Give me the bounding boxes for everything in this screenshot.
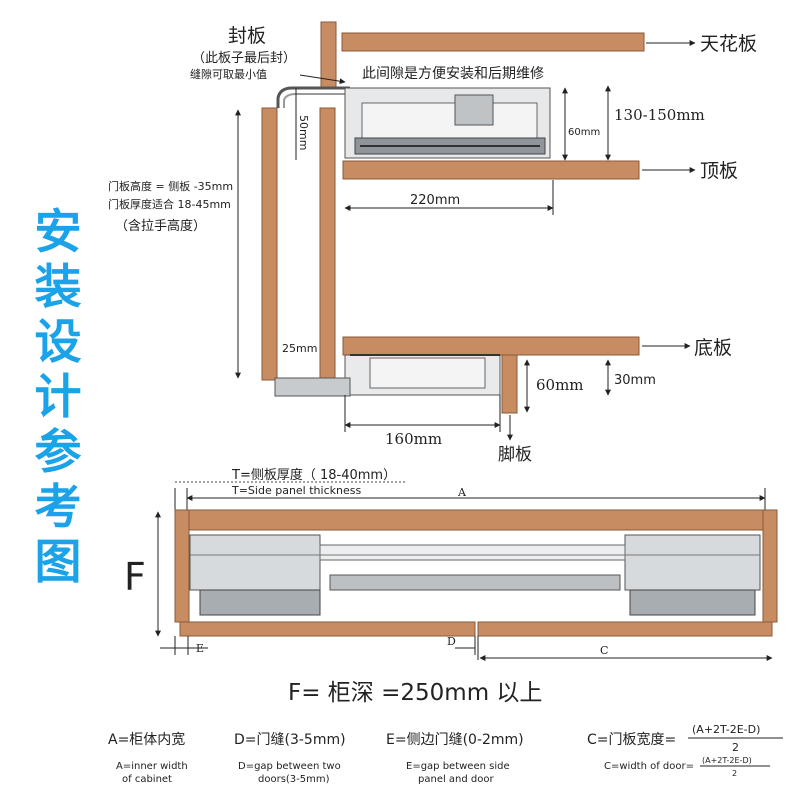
label-e: E xyxy=(196,642,204,655)
plan-door-left xyxy=(179,621,476,637)
label-dim-50: 50mm xyxy=(297,115,310,150)
bottom-mechanism xyxy=(274,354,501,397)
side-title-char: 装 xyxy=(34,260,82,315)
label-kick-board: 脚板 xyxy=(498,445,532,465)
label-door-height: 门板高度 = 侧板 -35mm xyxy=(108,179,233,193)
kick-board xyxy=(501,354,518,414)
label-handle-note: （含拉手高度） xyxy=(115,218,206,234)
label-dim-220: 220mm xyxy=(410,193,460,208)
bottom-board xyxy=(342,336,640,356)
label-cover-note: （此板子最后封） xyxy=(192,51,296,66)
plan-mechanism xyxy=(189,534,761,616)
label-ceiling: 天花板 xyxy=(700,33,757,55)
label-gap-note: 缝隙可取最小值 xyxy=(190,67,267,81)
legend-a-cn: A=柜体内宽 xyxy=(108,731,185,748)
side-title-char: 安 xyxy=(34,205,82,260)
label-dim-25: 25mm xyxy=(282,342,317,355)
label-service-gap: 此间隙是方便安装和后期维修 xyxy=(362,66,544,82)
label-dim-130-150: 130-150mm xyxy=(614,106,705,124)
side-title-char: 考 xyxy=(34,480,82,535)
top-board xyxy=(342,160,640,180)
legend-c-en-num: (A+2T-2E-D) xyxy=(702,756,752,765)
formula-depth: F= 柜深 =250mm 以上 xyxy=(288,680,542,706)
legend-c-cn: C=门板宽度= xyxy=(587,731,676,748)
label-f: F xyxy=(124,555,146,599)
label-c: C xyxy=(600,644,608,657)
top-mechanism xyxy=(344,87,551,159)
side-title-char: 图 xyxy=(34,535,82,590)
side-panel-left xyxy=(261,107,278,381)
side-title-char: 设 xyxy=(34,315,82,370)
side-title-char: 参 xyxy=(34,425,82,480)
legend-d-en-2: doors(3-5mm) xyxy=(258,774,330,785)
label-dim-30: 30mm xyxy=(614,373,656,388)
side-title: 安 装 设 计 参 考 图 xyxy=(28,205,88,590)
plan-side-left xyxy=(174,509,190,623)
legend-c-en-den: 2 xyxy=(732,769,737,778)
legend-c-num: (A+2T-2E-D) xyxy=(692,723,760,736)
label-a: A xyxy=(457,486,467,499)
legend-d-cn: D=门缝(3-5mm) xyxy=(234,732,346,748)
label-dim-160: 160mm xyxy=(385,430,442,448)
label-door-thickness: 门板厚度适合 18-45mm xyxy=(108,197,231,211)
plan-door-right xyxy=(477,621,773,637)
label-bottom-board: 底板 xyxy=(694,337,732,359)
label-dim-60: 60mm xyxy=(536,376,584,394)
label-t-cn: T=侧板厚度（ 18-40mm） xyxy=(231,467,396,483)
legend-c-den: 2 xyxy=(732,741,739,754)
legend-c-en: C=width of door= xyxy=(604,761,694,772)
legend-a-en-1: A=inner width xyxy=(116,761,188,772)
legend-e-en-2: panel and door xyxy=(418,774,494,785)
label-t-en: T=Side panel thickness xyxy=(231,484,361,497)
legend-e-en-1: E=gap between side xyxy=(406,761,510,772)
legend-e-cn: E=侧边门缝(0-2mm) xyxy=(386,732,524,748)
label-dim-60-small: 60mm xyxy=(568,127,600,138)
side-title-char: 计 xyxy=(34,370,82,425)
side-panel-right xyxy=(319,107,336,381)
label-top-board: 顶板 xyxy=(700,160,738,182)
label-d: D xyxy=(447,635,456,648)
door-profile xyxy=(276,86,350,108)
label-cover-board: 封板 xyxy=(228,25,266,47)
legend-a-en-2: of cabinet xyxy=(122,774,172,785)
plan-cabinet-back xyxy=(174,509,778,531)
plan-side-right xyxy=(762,509,778,623)
legend-d-en-1: D=gap between two xyxy=(238,761,341,772)
ceiling-board xyxy=(341,32,645,52)
cover-board xyxy=(320,21,337,89)
